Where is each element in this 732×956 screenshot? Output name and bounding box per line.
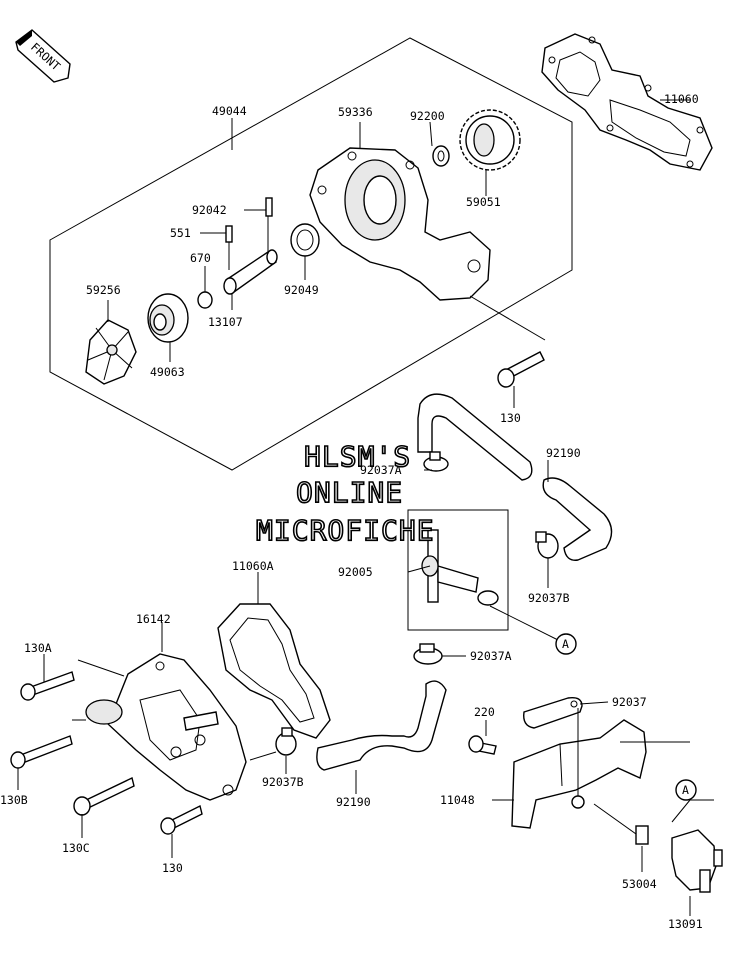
label-92037B-right: 92037B [528,591,570,605]
label-59051: 59051 [466,195,501,209]
ref-a-bottom-label: A [682,783,689,797]
clamp-92037A-top [423,451,449,472]
label-92037: 92037 [612,695,647,709]
bracket-11048 [511,719,647,829]
shaft-13107 [223,249,278,295]
clamp-92037B-right [535,531,559,559]
bolt-130-lower [160,804,203,835]
label-551: 551 [170,226,191,240]
watermark-line-3: MICROFICHE [256,514,435,547]
front-arrow-icon: FRONT [15,29,71,83]
clamp-92037A-bottom [413,643,443,665]
ref-circle-a-mid: A [555,633,577,655]
hose-92190-lower [316,680,447,771]
label-11048: 11048 [440,793,475,807]
label-130A: 130A [24,641,52,655]
label-16142: 16142 [136,612,171,626]
label-130C: 130C [62,841,90,855]
bolt-220 [468,735,497,755]
part-labels: 49044 59336 92200 11060 92042 551 670 59… [0,92,703,931]
bolt-130C [73,776,135,816]
label-92200: 92200 [410,109,445,123]
label-11060: 11060 [664,92,699,106]
washer-92200 [432,145,450,167]
ref-a-mid-label: A [562,637,569,651]
label-92049: 92049 [284,283,319,297]
label-53004: 53004 [622,877,657,891]
leader-lines-upper [107,99,690,408]
label-92005: 92005 [338,565,373,579]
label-59256: 59256 [86,283,121,297]
label-130-lower: 130 [162,861,183,875]
label-49063: 49063 [150,365,185,379]
seal-49063 [147,293,189,343]
label-92037B-left: 92037B [262,775,304,789]
plate-92037 [523,696,583,729]
label-670: 670 [190,251,211,265]
label-130B: 130B [0,793,28,807]
gasket-11060 [541,33,713,171]
bolt-130B [10,735,73,769]
oring-670 [197,291,213,309]
nut-53004 [635,825,649,845]
hose-92190-upper [417,393,613,561]
label-92037A-top: 92037A [360,463,402,477]
label-130-upper: 130 [500,411,521,425]
label-220: 220 [474,705,495,719]
pin-92042 [265,197,273,217]
label-59336: 59336 [338,105,373,119]
label-13107: 13107 [208,315,243,329]
gear-59051 [459,109,521,171]
label-92190-lower: 92190 [336,795,371,809]
label-92037A-bottom: 92037A [470,649,512,663]
watermark-line-1: HLSM'S [304,440,411,473]
label-11060A: 11060A [232,559,274,573]
pump-body-59336 [309,147,491,301]
gasket-11060A [217,603,331,739]
label-13091: 13091 [668,917,703,931]
bolt-130-upper [497,351,545,388]
seal-92049 [290,223,320,257]
label-92042: 92042 [192,203,227,217]
sensor-13091 [671,829,723,893]
impeller-59256 [85,319,137,385]
label-92190-upper: 92190 [546,446,581,460]
pump-cover-16142 [85,653,247,801]
watermark: HLSM'S ONLINE MICROFICHE [255,439,435,548]
assembly-box-49044 [49,37,573,471]
bolt-130A [20,671,75,701]
label-49044: 49044 [212,104,247,118]
pin-551 [225,225,233,243]
leader-lines-lower [17,460,714,916]
watermark-line-2: ONLINE [296,476,403,509]
ref-circle-a-bottom: A [675,779,697,801]
clamp-92037B-left [275,727,297,756]
